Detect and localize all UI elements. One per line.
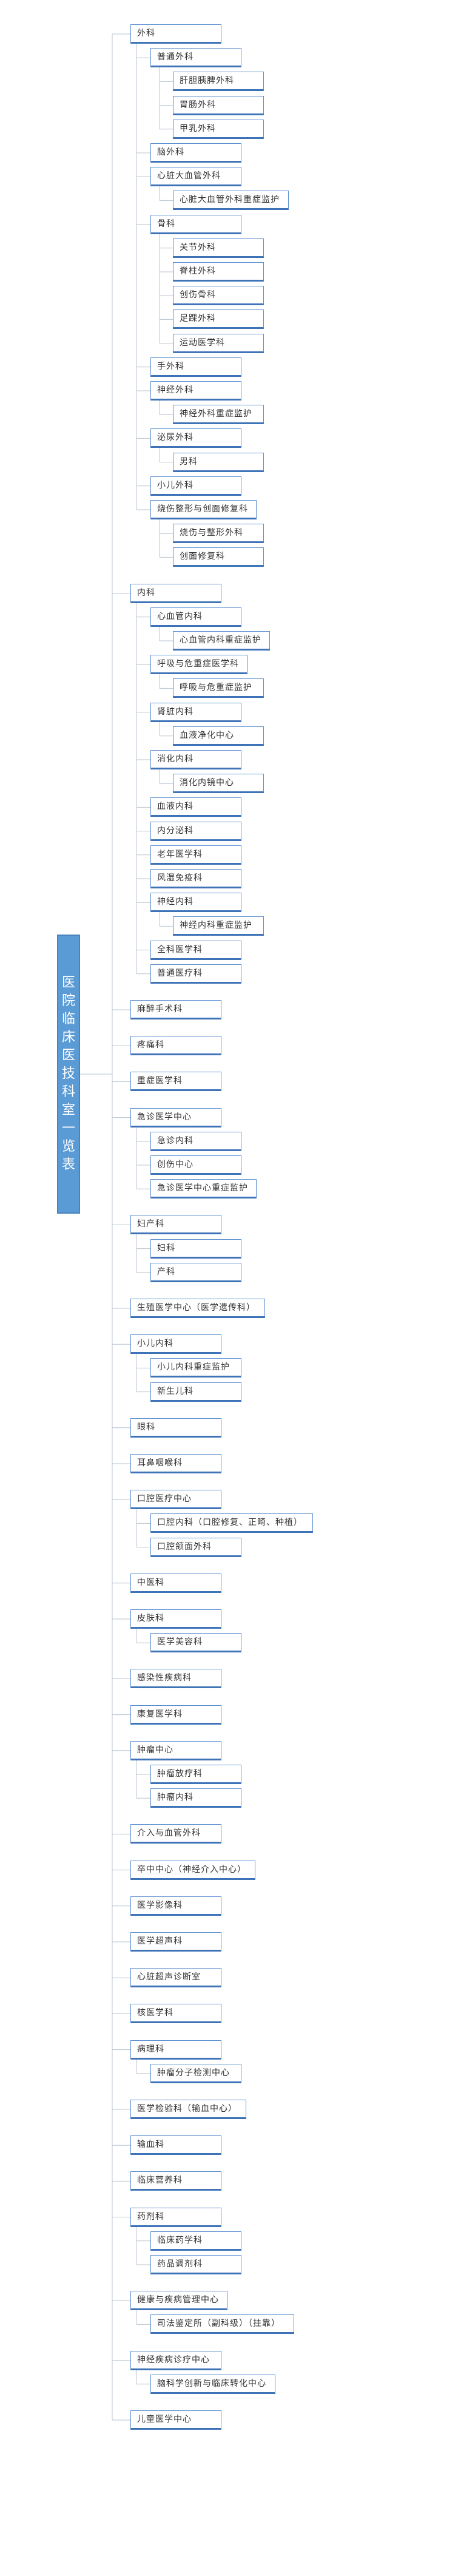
department-node: 眼科 [130,1418,221,1438]
subdepartment-node: 肿瘤内科 [150,1788,241,1808]
unit-node: 胃肠外科 [173,95,264,115]
department-node: 小儿内科 [130,1334,221,1354]
subdepartment-node: 医学美容科 [150,1633,241,1653]
unit-node: 足踝外科 [173,309,264,330]
subdepartment-node: 妇科 [150,1239,241,1259]
subdepartment-node: 普通医疗科 [150,964,241,984]
department-node: 肿瘤中心 [130,1740,221,1760]
department-node: 中医科 [130,1573,221,1593]
department-node: 内科 [130,583,221,603]
unit-node: 创伤骨科 [173,286,264,306]
subdepartment-node: 脑科学创新与临床转化中心 [150,2374,275,2394]
subdepartment-node: 神经内科 [150,893,241,913]
root-title: 医院临床医技科室一览表 [61,975,75,1172]
department-node: 病理科 [130,2040,221,2060]
department-node: 感染性疾病科 [130,1669,221,1689]
subdepartment-node: 心脏大血管外科 [150,167,241,187]
subdepartment-node: 内分泌科 [150,821,241,841]
department-node: 神经疾病诊疗中心 [130,2350,221,2370]
subdepartment-node: 临床药学科 [150,2231,241,2251]
department-node: 医学超声科 [130,1932,221,1952]
subdepartment-node: 消化内科 [150,750,241,769]
subdepartment-node: 风湿免疫科 [150,869,241,888]
subdepartment-node: 老年医学科 [150,845,241,865]
department-node: 急诊医学中心 [130,1107,221,1127]
unit-node: 甲乳外科 [173,119,264,139]
unit-node: 消化内镜中心 [173,774,264,794]
subdepartment-node: 新生儿科 [150,1382,241,1402]
subdepartment-node: 小儿内科重症监护 [150,1358,241,1378]
unit-node: 血液净化中心 [173,726,264,746]
unit-node: 脊柱外科 [173,262,264,282]
unit-node: 神经外科重症监护 [173,405,264,425]
department-node: 重症医学科 [130,1072,221,1092]
subdepartment-node: 药品调剂科 [150,2255,241,2274]
subdepartment-node: 神经外科 [150,381,241,401]
subdepartment-node: 手外科 [150,357,241,377]
department-node: 麻醉手术科 [130,1000,221,1019]
subdepartment-node: 口腔颌面外科 [150,1537,241,1557]
subdepartment-node: 肿瘤分子检测中心 [150,2063,241,2083]
subdepartment-node: 骨科 [150,214,241,234]
department-node: 心脏超声诊断室 [130,1968,221,1988]
department-node: 核医学科 [130,2004,221,2024]
department-node: 皮肤科 [130,1609,221,1629]
unit-node: 呼吸与危重症监护 [173,678,264,698]
subdepartment-node: 产科 [150,1262,241,1282]
department-node: 药剂科 [130,2207,221,2227]
subdepartment-node: 急诊医学中心重症监护 [150,1179,257,1199]
department-node: 妇产科 [130,1215,221,1235]
unit-node: 烧伤与整形外科 [173,524,264,544]
subdepartment-node: 司法鉴定所（副科级）（挂靠） [150,2314,294,2334]
subdepartment-node: 全科医学科 [150,940,241,960]
unit-node: 关节外科 [173,238,264,258]
subdepartment-node: 烧伤整形与创面修复科 [150,500,257,519]
subdepartment-node: 脑外科 [150,143,241,163]
department-node: 疼痛科 [130,1036,221,1056]
subdepartment-node: 心血管内科 [150,607,241,627]
unit-node: 神经内科重症监护 [173,916,264,936]
department-node: 儿童医学中心 [130,2410,221,2430]
department-node: 康复医学科 [130,1705,221,1725]
department-node: 口腔医疗中心 [130,1490,221,1510]
subdepartment-node: 创伤中心 [150,1155,241,1175]
unit-node: 男科 [173,452,264,472]
department-node: 外科 [130,24,221,44]
department-node: 输血科 [130,2135,221,2155]
unit-node: 心血管内科重症监护 [173,631,270,651]
department-node: 介入与血管外科 [130,1824,221,1844]
unit-node: 心脏大血管外科重症监护 [173,191,289,211]
department-node: 耳鼻咽喉科 [130,1454,221,1473]
unit-node: 运动医学科 [173,333,264,353]
department-node: 医学检验科（输血中心） [130,2100,246,2119]
subdepartment-node: 小儿外科 [150,476,241,496]
unit-node: 肝胆胰脾外科 [173,72,264,92]
unit-node: 创面修复科 [173,547,264,567]
department-node: 生殖医学中心（医学遗传科） [130,1299,265,1318]
department-node: 健康与疾病管理中心 [130,2291,227,2311]
department-node: 医学影像科 [130,1896,221,1916]
root-node: 医院临床医技科室一览表 [57,935,80,1214]
subdepartment-node: 血液内科 [150,797,241,817]
subdepartment-node: 呼吸与危重症医学科 [150,655,247,675]
subdepartment-node: 急诊内科 [150,1131,241,1151]
subdepartment-node: 口腔内科（口腔修复、正畸、种植） [150,1513,313,1533]
department-node: 临床营养科 [130,2171,221,2191]
subdepartment-node: 泌尿外科 [150,428,241,448]
department-node: 卒中中心（神经介入中心） [130,1860,255,1880]
subdepartment-node: 肾脏内科 [150,702,241,722]
subdepartment-node: 普通外科 [150,48,241,68]
subdepartment-node: 肿瘤放疗科 [150,1765,241,1784]
